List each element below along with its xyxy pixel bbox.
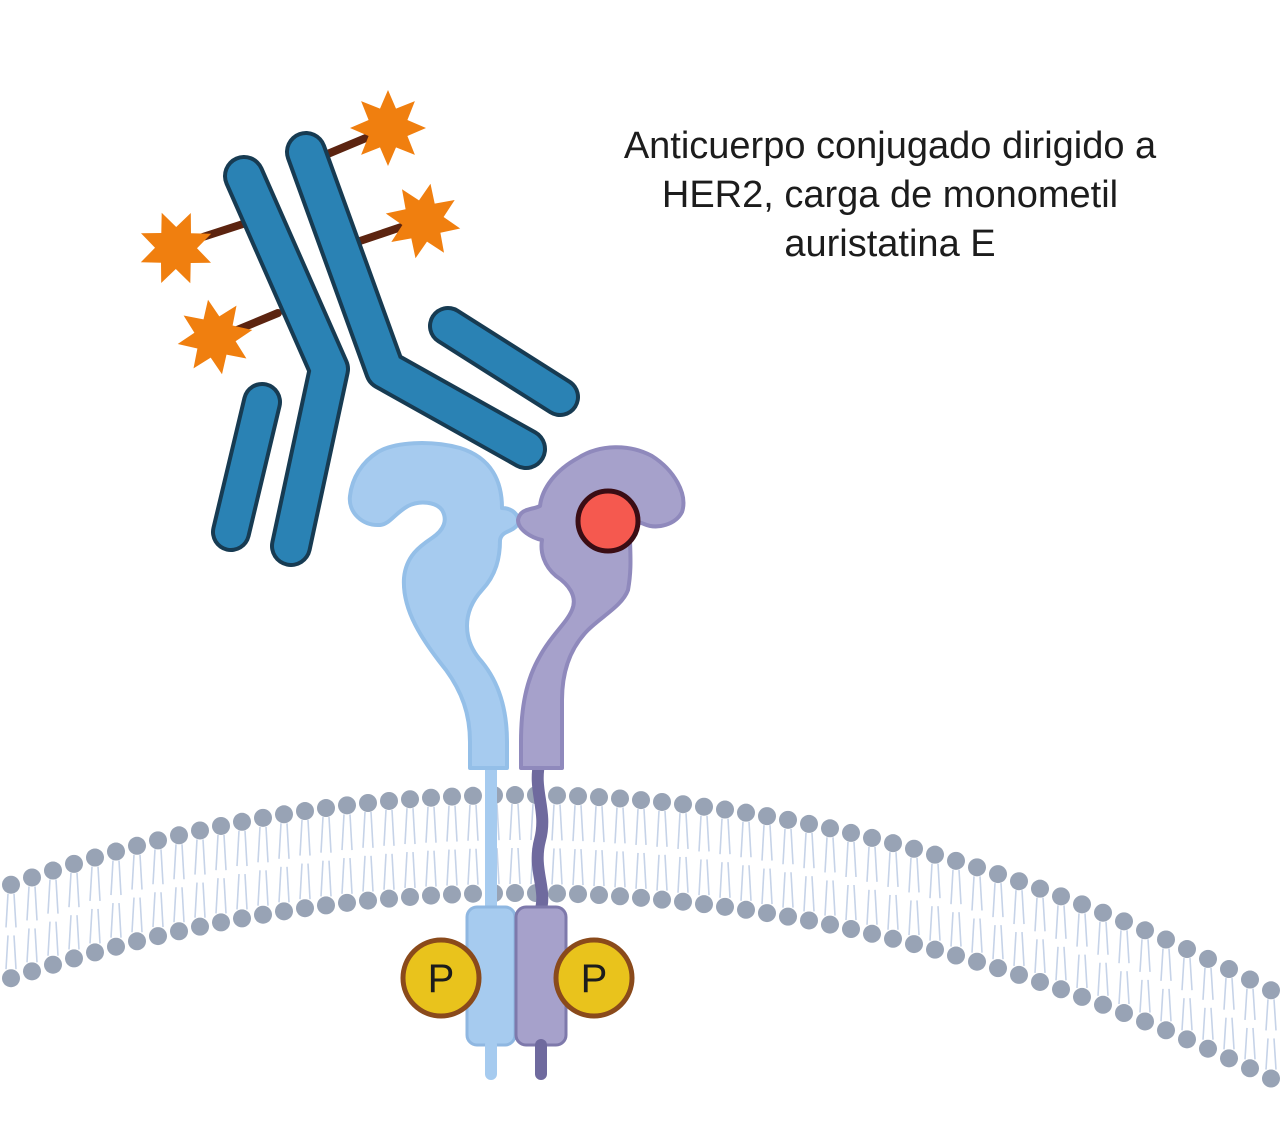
antibody-drug-conjugate: [140, 90, 580, 567]
payload-star: [350, 90, 426, 166]
caption-line-2: HER2, carga de monometil: [661, 174, 1119, 216]
payload-stars: [140, 90, 461, 375]
antibody-light-chain-left: [211, 382, 282, 552]
caption-line-1: Anticuerpo conjugado dirigido a: [623, 125, 1157, 167]
phosphate-right-label: P: [581, 957, 608, 1001]
phosphate-left: P: [400, 937, 482, 1019]
lipid-heads: [2, 786, 1280, 1088]
her2-extracellular-right: [516, 445, 686, 770]
antibody-light-chain-right: [428, 306, 580, 417]
caption-line-3: auristatina E: [784, 223, 996, 265]
her2-extracellular-left: [347, 441, 521, 770]
payload-star: [177, 299, 253, 375]
her2-intracellular-right: [514, 905, 568, 1080]
antibody-heavy-chain-right: [285, 131, 547, 470]
payload-star: [140, 212, 212, 284]
antibody-heavy-chain-left: [223, 155, 350, 567]
phosphate-left-label: P: [428, 957, 455, 1001]
payload-star: [385, 183, 461, 259]
phosphate-right: P: [553, 937, 635, 1019]
lipid-tails: [5, 803, 1277, 1070]
her2-transmembrane-right: [531, 754, 549, 918]
her2-intracellular-left: [465, 905, 517, 1080]
diagram-caption: Anticuerpo conjugado dirigido a HER2, ca…: [560, 122, 1220, 269]
ligand-circle: [575, 488, 641, 554]
cell-membrane: [2, 786, 1280, 1088]
